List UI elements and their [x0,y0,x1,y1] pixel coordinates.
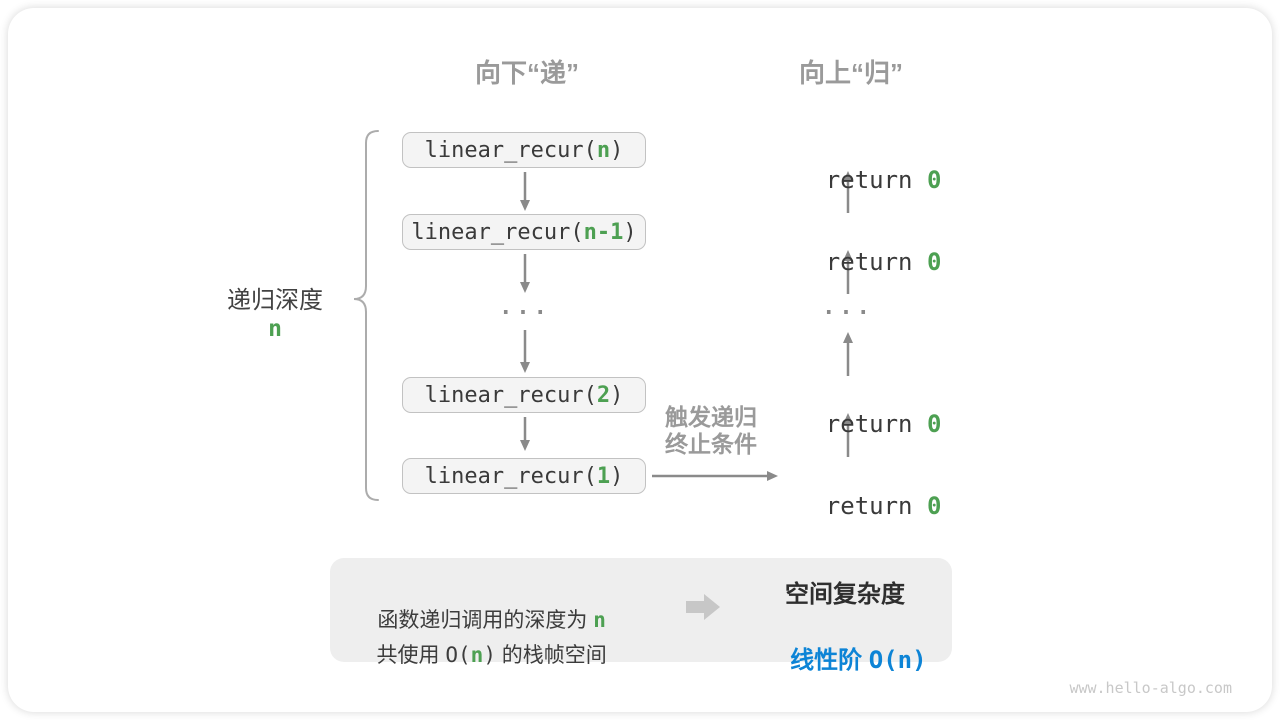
result-value-text: 线性阶 [790,647,869,674]
header-ascend: 向上“归” [798,58,903,88]
call-close: ) [610,137,624,163]
call-arg: 2 [596,382,611,408]
base-case-label-line1: 触发递归 [665,404,757,430]
return-keyword: return [825,166,927,194]
summary-line2-post: 的栈帧空间 [495,644,607,667]
call-arg: 1 [596,463,611,489]
call-text: linear_recur( [424,382,597,408]
depth-value: n [268,316,282,342]
return-value: 0 [926,492,942,520]
call-box-n-1: linear_recur(n-1) [402,214,646,250]
result-value: 线性阶 O(n) [735,612,955,703]
call-close: ) [623,219,637,245]
return-keyword: return [825,410,927,438]
call-close: ) [610,382,624,408]
call-text: linear_recur( [424,137,597,163]
summary-line1-value: n [593,608,606,632]
result-title: 空间复杂度 [785,581,905,608]
summary-line2-value: n [470,643,484,667]
summary-line2-close: ) [483,643,496,667]
return-keyword: return [825,248,927,276]
call-arg: n-1 [583,219,624,245]
return-statement-2: return 0 [768,217,942,276]
call-text: linear_recur( [411,219,584,245]
return-keyword: return [825,492,927,520]
ellipsis-right: ... [822,295,874,320]
base-case-label: 触发递归 终止条件 [611,404,811,458]
return-value: 0 [926,166,942,194]
summary-line2-pre: 共使用 [376,644,446,667]
summary-line1-text: 函数递归调用的深度为 [377,609,594,632]
summary-panel [330,558,952,662]
depth-label: 递归深度 [227,287,323,314]
return-statement-1: return 0 [768,135,942,194]
call-close: ) [610,463,624,489]
header-descend: 向下“递” [474,58,579,88]
summary-line2-open: O( [445,643,471,667]
call-box-n: linear_recur(n) [402,132,646,168]
call-box-2: linear_recur(2) [402,377,646,413]
call-box-1: linear_recur(1) [402,458,646,494]
block-arrow-right-icon [686,594,720,620]
summary-line2: 共使用 O(n) 的栈帧空间 [330,615,630,693]
return-statement-3: return 0 [768,379,942,438]
return-statement-4: return 0 [768,461,942,520]
call-arg: n [596,137,611,163]
ellipsis-left: ... [499,295,551,320]
call-text: linear_recur( [424,463,597,489]
return-value: 0 [926,410,942,438]
result-value-code: O(n) [868,646,927,674]
return-value: 0 [926,248,942,276]
watermark: www.hello-algo.com [1069,679,1232,697]
summary-line1: 函数递归调用的深度为 n [330,580,630,658]
base-case-label-line2: 终止条件 [665,431,757,457]
